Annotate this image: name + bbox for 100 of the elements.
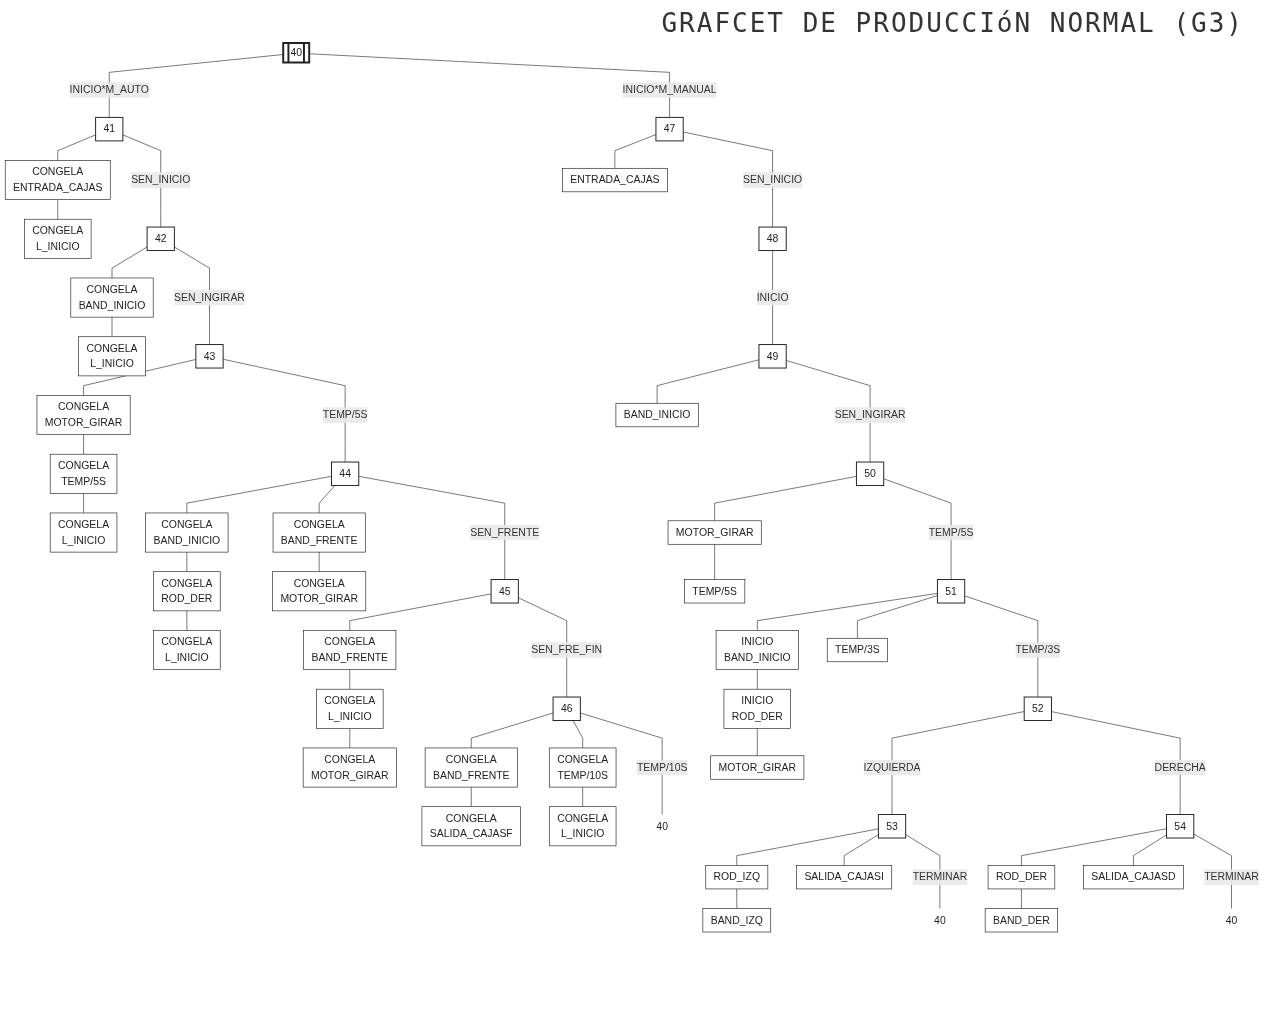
node-box: CONGELA ROD_DER xyxy=(153,571,221,612)
node-box: 46 xyxy=(552,696,581,721)
edge-label: TEMP/5S xyxy=(322,409,368,421)
connector xyxy=(891,711,1025,815)
edge-label: IZQUIERDA xyxy=(863,761,921,773)
node-box: CONGELA L_INICIO xyxy=(24,218,92,259)
connector xyxy=(756,728,758,757)
node-box: ENTRADA_CAJAS xyxy=(562,168,668,193)
connector xyxy=(736,888,738,909)
connector xyxy=(714,476,857,522)
node-box: INICIO ROD_DER xyxy=(723,688,791,729)
node-box: BAND_IZQ xyxy=(702,908,772,933)
node-box: CONGELA MOTOR_GIRAR xyxy=(36,395,131,435)
connector xyxy=(785,360,871,463)
connector xyxy=(883,478,952,580)
connector xyxy=(756,669,758,690)
node-text: 40 xyxy=(934,914,946,926)
node-box: 43 xyxy=(195,344,224,369)
node-box: 53 xyxy=(877,814,907,839)
connector xyxy=(108,54,284,118)
node-box: CONGELA BAND_FRENTE xyxy=(424,747,518,788)
connector xyxy=(349,669,351,690)
node-box: ROD_DER xyxy=(987,865,1056,890)
diagram-title: GRAFCET DE PRODUCCIóN NORMAL (G3) xyxy=(661,8,1244,38)
edge-label: INICIO xyxy=(756,291,789,303)
node-text: 40 xyxy=(1225,914,1238,926)
connector xyxy=(470,786,472,807)
node-box: CONGELA L_INICIO xyxy=(548,806,617,847)
node-box: CONGELA ENTRADA_CAJAS xyxy=(4,160,111,200)
node-box: CONGELA TEMP/10S xyxy=(548,747,617,788)
node-box: 42 xyxy=(146,226,175,252)
connector xyxy=(358,475,506,580)
connector xyxy=(57,134,96,161)
connector xyxy=(1051,711,1181,815)
node-box: 47 xyxy=(655,116,684,142)
connector xyxy=(964,595,1039,698)
connector xyxy=(843,834,879,866)
edge-label: TERMINAR xyxy=(1204,871,1259,883)
connector xyxy=(349,593,492,631)
node-box: CONGELA TEMP/5S xyxy=(49,453,118,494)
connector xyxy=(222,358,346,463)
connector xyxy=(714,543,715,580)
connector xyxy=(318,551,320,573)
node-box: INICIO BAND_INICIO xyxy=(715,630,799,670)
edge-label: TEMP/5S xyxy=(928,526,974,538)
node-box: 52 xyxy=(1023,696,1052,721)
connector xyxy=(857,595,938,639)
connector xyxy=(580,712,663,815)
node-box: CONGELA L_INICIO xyxy=(49,512,118,553)
edge-label: SEN_INGIRAR xyxy=(834,409,906,421)
node-box: MOTOR_GIRAR xyxy=(667,520,762,545)
node-box: SALIDA_CAJASD xyxy=(1083,865,1184,890)
edge-label: SEN_INICIO xyxy=(742,174,803,186)
connector xyxy=(186,476,332,514)
edge-label: SEN_FRE_FIN xyxy=(531,644,603,656)
edge-label: SEN_INGIRAR xyxy=(174,291,245,303)
node-box: MOTOR_GIRAR xyxy=(710,755,805,780)
edge-label: TEMP/3S xyxy=(1015,644,1061,656)
connector xyxy=(111,316,113,338)
connector xyxy=(1133,834,1167,866)
node-box: CONGELA BAND_FRENTE xyxy=(303,630,397,670)
connector xyxy=(83,434,84,455)
node-box: TEMP/5S xyxy=(684,579,746,604)
connector xyxy=(318,485,336,514)
edge-label: DERECHA xyxy=(1154,761,1206,773)
node-box: CONGELA L_INICIO xyxy=(78,336,146,377)
connector xyxy=(186,610,188,631)
connector xyxy=(756,593,938,631)
node-text: 40 xyxy=(656,820,668,832)
node-box: CONGELA MOTOR_GIRAR xyxy=(272,571,367,612)
connector xyxy=(582,786,583,807)
node-box: BAND_INICIO xyxy=(615,402,699,428)
edge-label: INICIO*M_MANUAL xyxy=(622,84,717,96)
node-box: CONGELA SALIDA_CAJASF xyxy=(421,806,521,847)
node-box: SALIDA_CAJASI xyxy=(796,865,893,890)
connector xyxy=(470,712,554,749)
node-box: 54 xyxy=(1166,814,1195,839)
connector xyxy=(186,551,188,573)
node-box: 44 xyxy=(331,461,360,487)
edge-label: SEN_INICIO xyxy=(131,174,191,186)
node-box: CONGELA BAND_INICIO xyxy=(70,277,154,318)
node-box: TEMP/3S xyxy=(826,637,888,663)
connector xyxy=(349,728,351,749)
node-box: CONGELA L_INICIO xyxy=(316,688,384,729)
node-box: 51 xyxy=(936,579,966,604)
connector xyxy=(736,828,879,866)
edge-label: TERMINAR xyxy=(912,871,968,883)
connector xyxy=(682,131,773,228)
node-box: 50 xyxy=(855,461,885,487)
node-box: CONGELA MOTOR_GIRAR xyxy=(302,747,397,788)
connector xyxy=(614,134,657,169)
node-box: 45 xyxy=(490,579,519,604)
node-box: CONGELA L_INICIO xyxy=(153,630,221,670)
connector xyxy=(111,246,148,279)
connector xyxy=(83,493,84,514)
node-box: 48 xyxy=(758,226,787,252)
edge-label: TEMP/10S xyxy=(636,761,688,773)
connector xyxy=(1021,888,1022,909)
connector xyxy=(309,53,670,118)
connector xyxy=(1021,828,1167,866)
